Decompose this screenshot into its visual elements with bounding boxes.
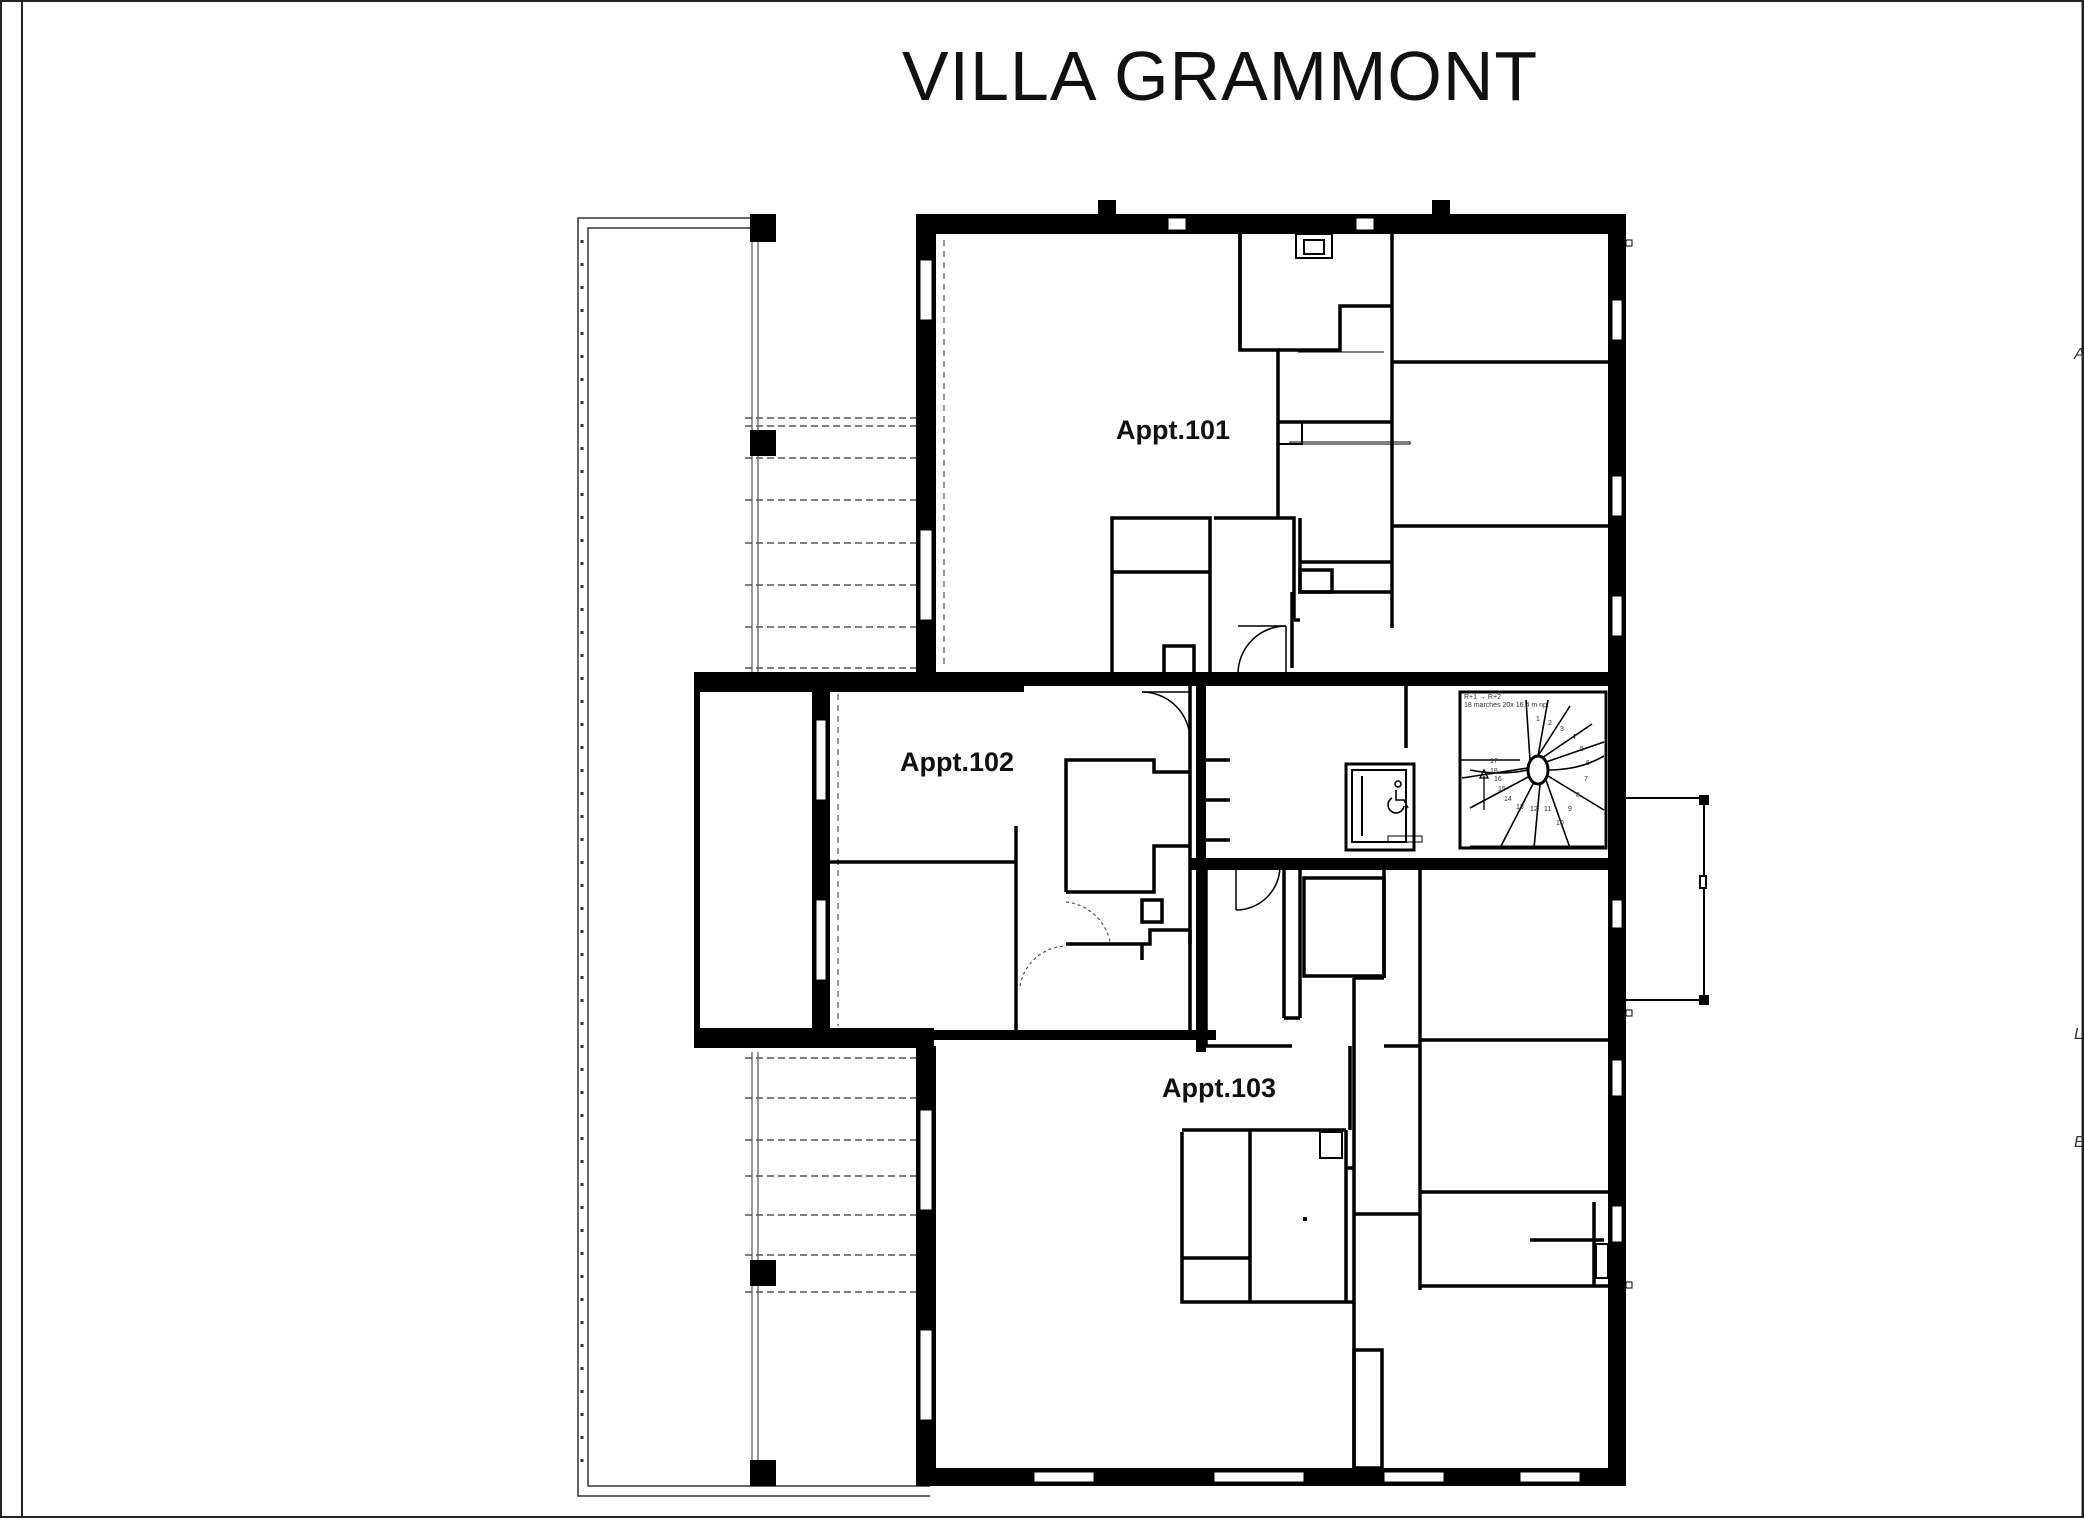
apartment-label-102: Appt.102 <box>900 747 1015 777</box>
stair-balcony <box>1626 795 1709 1005</box>
stair-step-number: 7 <box>1584 776 1588 783</box>
dashed-edges <box>837 240 945 1026</box>
balcony-slats-north <box>745 417 920 669</box>
stair-step-number: 11 <box>1544 806 1552 813</box>
stair-note: R+1 → R+2 18 marches 20x 16.4 m np. <box>1464 694 1549 710</box>
door-swing-core <box>1235 865 1281 911</box>
stair-step-number: 2 <box>1548 720 1552 727</box>
wheelchair-icon <box>1387 780 1409 814</box>
plan-title: VILLA GRAMMONT <box>901 37 1539 115</box>
stair-step-number: 4 <box>1572 734 1576 741</box>
apartment-label-103: Appt.103 <box>1162 1073 1277 1103</box>
appt-103-fixtures <box>1303 1131 1609 1279</box>
stair-step-number: 12 <box>1530 806 1538 813</box>
stair-step-number: 18 <box>1490 768 1498 775</box>
stair-step-number: 16 <box>1494 776 1502 783</box>
stair-note-line2: 18 marches 20x 16.4 m np. <box>1464 702 1549 709</box>
window-openings <box>815 217 1623 1483</box>
appt-101-fixtures <box>1277 233 1411 445</box>
stair-note-line1: R+1 → R+2 <box>1464 694 1501 701</box>
stair-step-number: 8 <box>1576 792 1580 799</box>
edge-mark-e: E <box>2074 1134 2084 1151</box>
stair-arrow-icon <box>1478 768 1490 810</box>
appt-103-walls <box>1180 858 1608 1470</box>
stair <box>1458 690 1608 850</box>
edge-mark-a: A <box>2074 346 2084 363</box>
stair-step-number: 5 <box>1580 746 1584 753</box>
elevator <box>1351 769 1423 843</box>
edge-mark-l: L <box>2074 1026 2083 1043</box>
dotted-door-swings <box>1019 901 1111 987</box>
door-swing-101 <box>1237 625 1287 675</box>
apartment-label-101: Appt.101 <box>1116 415 1231 445</box>
stair-step-number: 1 <box>1536 716 1540 723</box>
stair-step-number: 13 <box>1516 804 1524 811</box>
terrace-posts <box>750 214 776 1486</box>
east-wall-marks <box>1625 239 1633 1289</box>
stair-step-number: 10 <box>1556 820 1564 827</box>
stair-step-number: 9 <box>1568 806 1572 813</box>
stair-step-number: 17 <box>1490 758 1498 765</box>
appt-102-walls <box>830 686 1192 1030</box>
stair-step-number: 6 <box>1586 760 1590 767</box>
door-swing-102 <box>1141 691 1191 741</box>
stair-step-number: 15 <box>1498 786 1506 793</box>
exterior-walls <box>694 200 1626 1486</box>
corridor-walls <box>1284 870 1302 1020</box>
terrace <box>577 217 930 1497</box>
stair-step-number: 3 <box>1560 726 1564 733</box>
stair-step-number: 14 <box>1504 796 1512 803</box>
core-walls <box>1206 686 1416 852</box>
appt-101-walls <box>1110 234 1608 676</box>
balcony-slats-south <box>745 1057 920 1293</box>
